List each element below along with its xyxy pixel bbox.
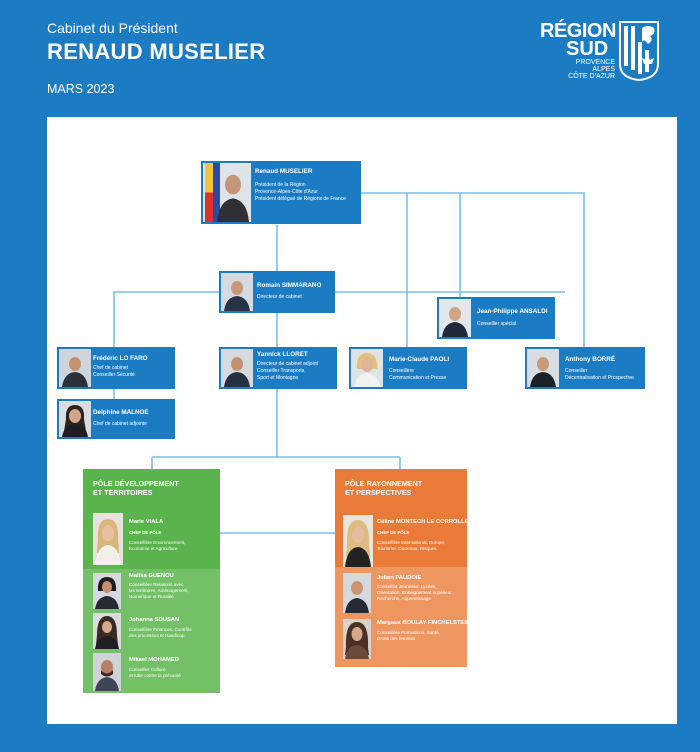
pole-orange-lower: Julien PAUDOIE Conseiller Jeunesse, Lycé…: [335, 567, 471, 667]
photo-viala: [93, 513, 123, 565]
name-borre: Anthony BORRÉ: [565, 356, 616, 363]
card-malnoe: Delphine MALNOE Chef de cabinet adjointe: [57, 399, 175, 439]
logo-small3: CÔTE D'AZUR: [568, 73, 615, 80]
pole-member: Malika GUENOU Conseillère Relations avec…: [83, 569, 220, 609]
card-paoli: Marie-Claude PAOLI Conseillère Communica…: [349, 347, 467, 389]
role-viala-1: Conseillère Environnement,: [129, 540, 186, 545]
chef-viala: CHEF DE PÔLE: [129, 530, 162, 535]
photo-lofaro: [59, 349, 91, 387]
card-president: Renaud MUSELIER Président de la Région P…: [201, 161, 361, 224]
pole-green-lower: Malika GUENOU Conseillère Relations avec…: [83, 569, 220, 693]
role-lloret-2: Conseiller Transports,: [257, 368, 306, 374]
org-chart-canvas: Renaud MUSELIER Président de la Région P…: [47, 117, 677, 724]
card-lofaro: Frédéric LO FARO Chef de cabinet Conseil…: [57, 347, 175, 389]
photo-lloret: [221, 349, 253, 387]
card-lloret: Yannick LLORET Directeur de cabinet adjo…: [219, 347, 337, 389]
logo-small2: ALPES: [592, 66, 615, 73]
pole-developpement: PÔLE DÉVELOPPEMENT ET TERRITOIRES Marie …: [83, 469, 220, 693]
photo-ansaldi: [439, 299, 471, 337]
role-malnoe: Chef de cabinet adjointe: [93, 421, 147, 427]
photo-borre: [527, 349, 559, 387]
pole-rayonnement: PÔLE RAYONNEMENT ET PERSPECTIVES Céline …: [335, 469, 473, 667]
photo-paudoie: [343, 573, 371, 613]
region-sud-logo: RÉGION SUD PROVENCE ALPES CÔTE D'AZUR: [540, 20, 660, 84]
photo-mohamed: [93, 653, 121, 691]
role-montech-2: Tourisme, Outremer, Risques: [377, 546, 437, 551]
photo-boulay: [343, 619, 371, 659]
pole-member: Johanna SOUSAN Conseillère Finances, Con…: [83, 609, 220, 649]
card-ansaldi: Jean-Philippe ANSALDI Conseiller spécial: [437, 297, 555, 339]
name-paudoie: Julien PAUDOIE: [377, 575, 422, 581]
photo-sousan: [93, 613, 121, 649]
role-lloret-1: Directeur de cabinet adjoint: [257, 361, 318, 367]
role-paudoie-2: Orientation, Enseignement supérieur,: [377, 590, 453, 595]
role-paoli-1: Conseillère: [389, 368, 415, 374]
logo-small1: PROVENCE: [575, 59, 615, 66]
card-director: Romain SIMMARANO Directeur de cabinet: [219, 271, 335, 313]
role-president-3: Président délégué de Régions de France: [255, 196, 346, 202]
role-boulay-2: Droits des femmes: [377, 636, 416, 641]
role-montech-1: Conseillère International, Europe,: [377, 540, 446, 545]
pole-member: Margaux BOULAY FINCHELSTEIN Conseillère …: [335, 615, 471, 661]
role-president-1: Président de la Région: [255, 182, 306, 188]
name-sousan: Johanna SOUSAN: [129, 617, 180, 623]
card-borre: Anthony BORRÉ Conseiller Décentralisatio…: [525, 347, 645, 389]
photo-director: [221, 273, 253, 311]
coat-of-arms-icon: [619, 21, 659, 82]
chef-montech: CHEF DE PÔLE: [377, 530, 410, 535]
role-lloret-3: Sport et Montagne: [257, 375, 299, 381]
pole-member: Mikael MOHAMED Conseiller Culture et lut…: [83, 649, 220, 691]
header-date: MARS 2023: [47, 82, 115, 96]
page-title: RENAUD MUSELIER: [47, 39, 266, 64]
photo-guenou: [93, 573, 121, 609]
name-viala: Marie VIALA: [129, 519, 164, 525]
role-paudoie-1: Conseiller Jeunesse, Lycées,: [377, 584, 437, 589]
role-president-2: Provence-Alpes-Côte d'Azur: [255, 189, 318, 195]
pole-orange-title: PÔLE RAYONNEMENT ET PERSPECTIVES: [345, 479, 423, 497]
photo-president: [203, 163, 251, 222]
photo-montech: [343, 515, 373, 567]
role-guenou-1: Conseillère Relations avec: [129, 582, 184, 587]
name-guenou: Malika GUENOU: [129, 573, 174, 579]
logo-line1: RÉGION: [540, 20, 616, 42]
photo-paoli: [351, 349, 383, 387]
header-subtitle: Cabinet du Président: [47, 20, 178, 36]
name-mohamed: Mikael MOHAMED: [129, 657, 179, 663]
name-ansaldi: Jean-Philippe ANSALDI: [477, 308, 548, 315]
name-paoli: Marie-Claude PAOLI: [389, 356, 450, 363]
role-paudoie-3: Recherche, Apprentissage: [377, 596, 431, 601]
role-mohamed-1: Conseiller Culture: [129, 667, 166, 672]
name-president: Renaud MUSELIER: [255, 168, 313, 175]
photo-malnoe: [59, 401, 91, 437]
name-boulay: Margaux BOULAY FINCHELSTEIN: [377, 620, 471, 626]
role-viala-2: Économie et Agriculture: [129, 546, 178, 551]
name-director: Romain SIMMARANO: [257, 282, 322, 289]
role-guenou-3: Numérique et Ruralité: [129, 594, 174, 599]
logo-line2: SUD: [566, 38, 609, 60]
pole-member: Julien PAUDOIE Conseiller Jeunesse, Lycé…: [335, 569, 467, 615]
role-lofaro-1: Chef de cabinet: [93, 365, 129, 371]
name-lloret: Yannick LLORET: [257, 351, 308, 358]
name-malnoe: Delphine MALNOE: [93, 409, 149, 416]
role-director: Directeur de cabinet: [257, 294, 302, 300]
role-guenou-2: les territoires, Aménagement,: [129, 588, 189, 593]
pole-member: Marie VIALA CHEF DE PÔLE Conseillère Env…: [83, 509, 220, 569]
role-paoli-2: Communication et Presse: [389, 375, 447, 381]
pole-green-title: PÔLE DÉVELOPPEMENT ET TERRITOIRES: [93, 479, 179, 497]
role-borre-2: Décentralisation et Prospective: [565, 375, 634, 381]
role-borre-1: Conseiller: [565, 368, 588, 374]
role-sousan-1: Conseillère Finances, Contrôle: [129, 627, 192, 632]
role-ansaldi: Conseiller spécial: [477, 321, 517, 327]
role-mohamed-2: et lutte contre la précarité: [129, 673, 181, 678]
name-montech: Céline MONTECH LE CORROLLER: [377, 519, 473, 525]
role-sousan-2: des processus et Handicap: [129, 633, 185, 638]
pole-member: Céline MONTECH LE CORROLLER CHEF DE PÔLE…: [335, 511, 473, 567]
role-lofaro-2: Conseiller Sécurité: [93, 372, 135, 378]
name-lofaro: Frédéric LO FARO: [93, 355, 148, 362]
role-boulay-1: Conseillère Formations, Santé,: [377, 630, 441, 635]
connector-lines: [113, 192, 585, 534]
